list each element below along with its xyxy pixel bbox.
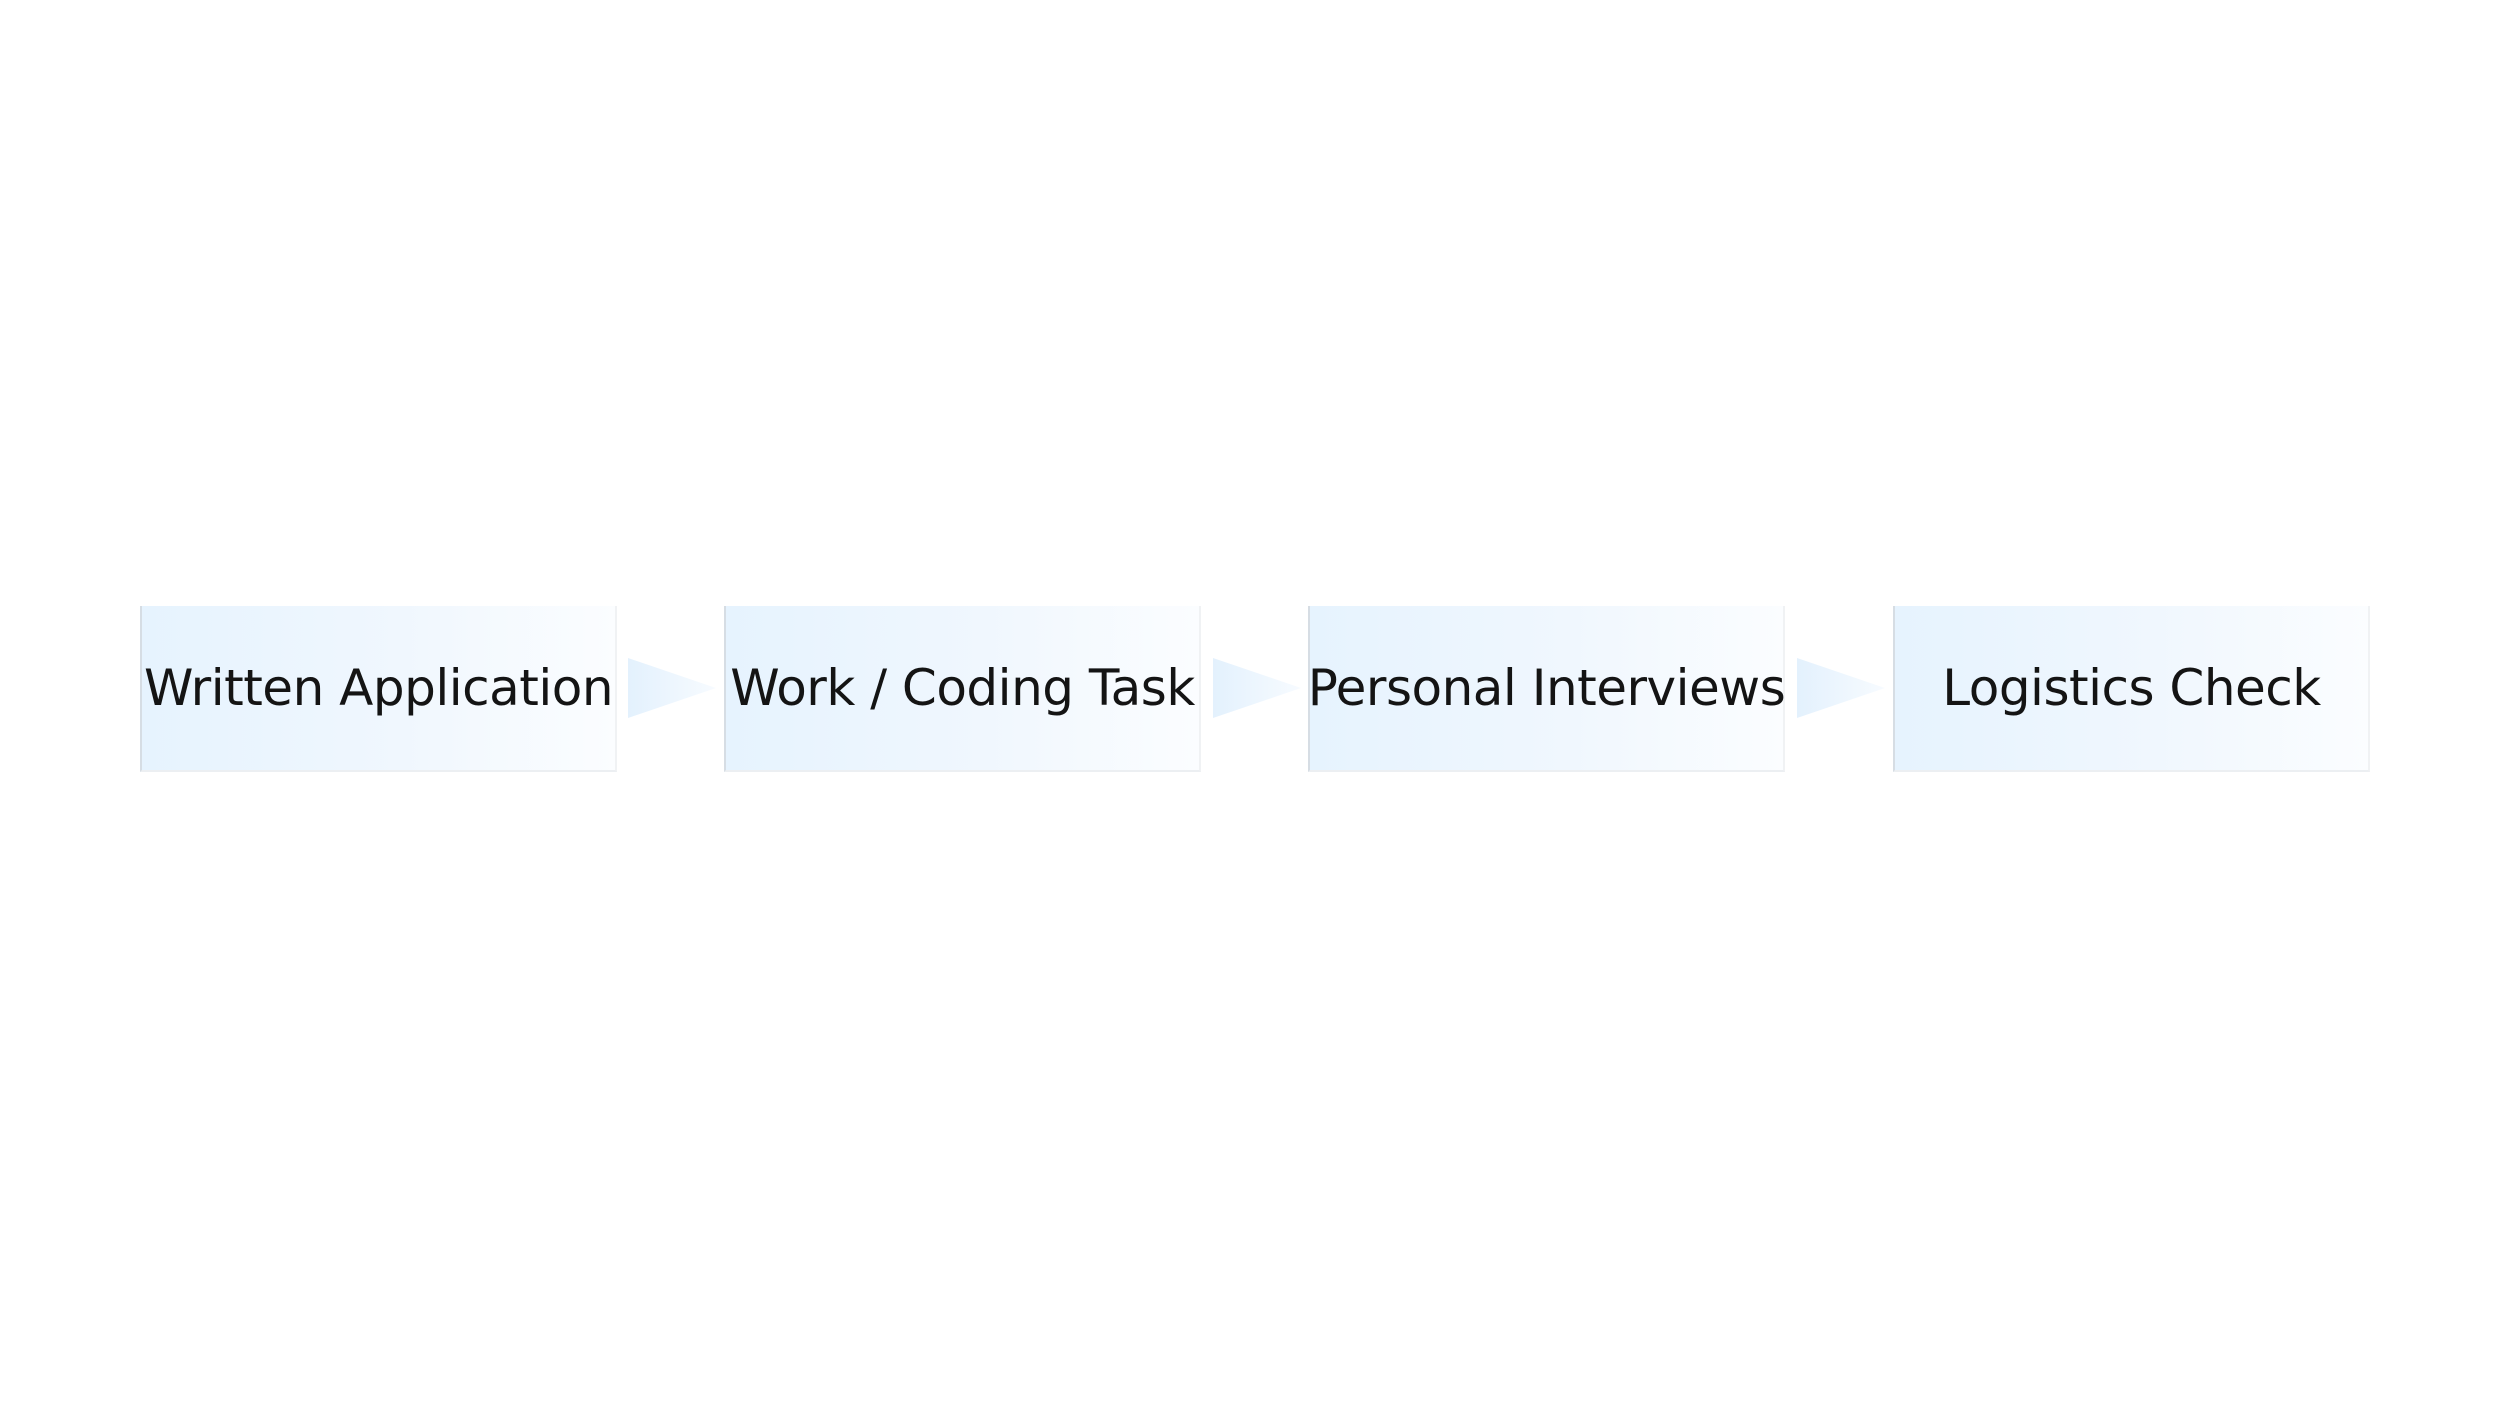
step-logistics-check: Logistics Check <box>1893 606 2370 772</box>
arrow-right-icon <box>628 658 716 718</box>
step-label: Written Application <box>143 659 614 717</box>
step-work-coding-task: Work / Coding Task <box>724 606 1201 772</box>
step-written-application: Written Application <box>140 606 617 772</box>
step-label: Work / Coding Task <box>730 659 1195 717</box>
arrow-right-icon <box>1213 658 1301 718</box>
arrow-right-icon <box>1797 658 1885 718</box>
step-label: Logistics Check <box>1942 659 2321 717</box>
step-personal-interviews: Personal Interviews <box>1307 606 1786 772</box>
step-label: Personal Interviews <box>1307 659 1786 717</box>
